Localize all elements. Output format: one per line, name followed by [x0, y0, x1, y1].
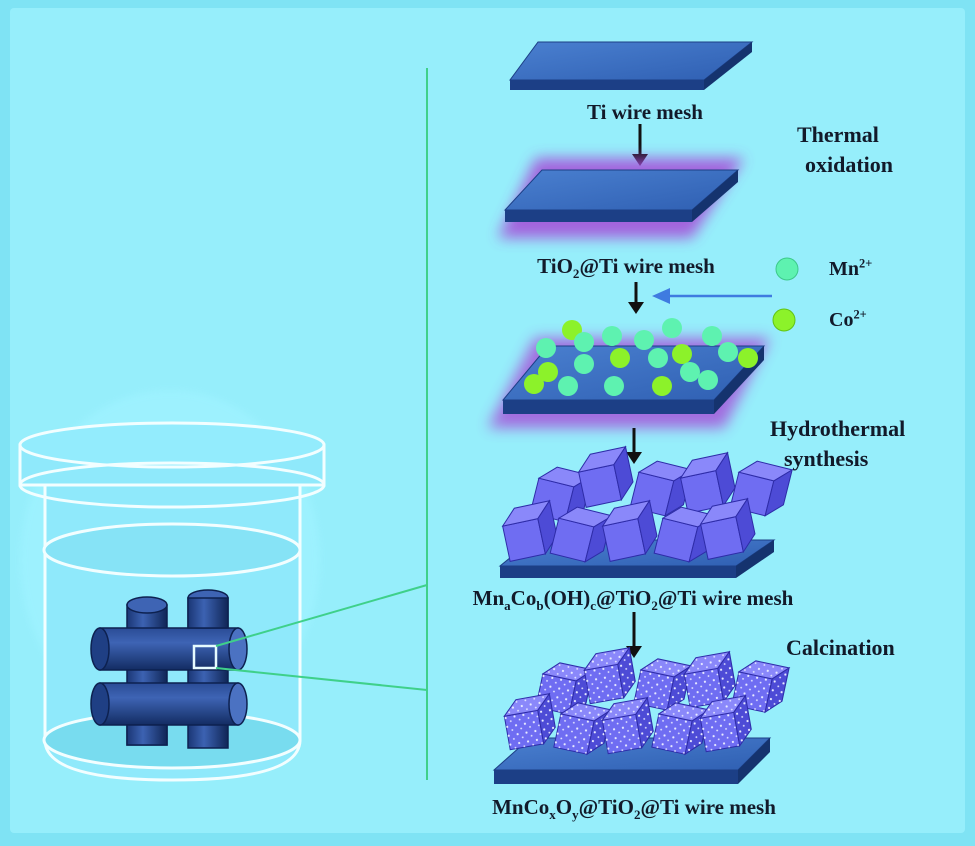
hydroxide-cube: [679, 451, 736, 514]
zoom-square: [192, 644, 218, 670]
hydroxide-cube: [729, 460, 794, 517]
oxide-cube: [503, 692, 556, 751]
mn-ion-legend-dot: [775, 257, 799, 281]
oxide-cube: [683, 650, 736, 709]
arrow-down-2: [628, 282, 644, 314]
label-ti-mesh: Ti wire mesh: [587, 100, 703, 124]
label-tio2-mesh: TiO2@Ti wire mesh: [537, 254, 715, 282]
oxide-cube: [601, 696, 654, 755]
step-hydrothermal-synthesis: Hydrothermal synthesis: [770, 416, 906, 471]
hydroxide-cube: [501, 499, 558, 562]
label-hydroxide-mesh: MnaCob(OH)c@TiO2@Ti wire mesh: [472, 586, 794, 614]
hydroxide-cube: [601, 499, 658, 562]
plate-tio2-mesh: [498, 158, 744, 238]
wire-mesh-rods: [90, 589, 248, 749]
oxide-cube: [553, 702, 613, 756]
arrow-down-3: [626, 428, 642, 464]
label-co-ion: Co2+: [829, 307, 867, 331]
hydroxide-cube: [699, 497, 756, 560]
ion-arrow: [652, 288, 772, 304]
oxide-cube: [699, 694, 752, 753]
hydroxide-cubes: [501, 445, 794, 563]
step-thermal-oxidation: Thermal oxidation: [797, 122, 894, 177]
zoom-connector-top: [215, 584, 428, 647]
label-oxide-mesh: MnCoxOy@TiO2@Ti wire mesh: [492, 795, 776, 823]
plate-ti-mesh: [509, 41, 754, 90]
ion-particles: [524, 318, 758, 396]
step-calcination: Calcination: [786, 635, 895, 660]
co-ion-legend-dot: [772, 308, 796, 332]
oxide-cube: [583, 646, 636, 705]
oxide-cube: [731, 660, 791, 714]
label-mn-ion: Mn2+: [829, 256, 873, 280]
zoom-connector-bottom: [215, 667, 428, 691]
hydroxide-cube: [577, 445, 634, 508]
oxide-cube: [535, 662, 595, 716]
oxide-cubes: [503, 646, 791, 756]
